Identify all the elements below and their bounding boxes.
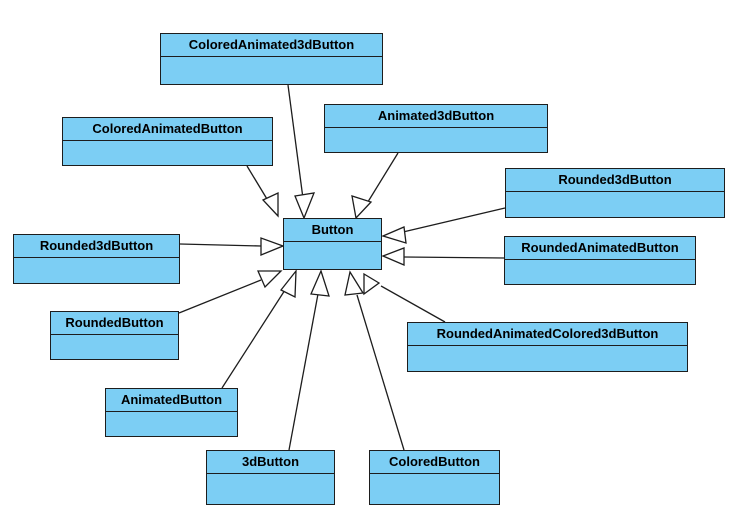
generalization-3d-button bbox=[288, 269, 330, 451]
generalization-rounded-3d-button-left bbox=[179, 237, 285, 256]
uml-class-name-label: Rounded3dButton bbox=[14, 235, 179, 258]
uml-class-name-label: RoundedAnimatedColored3dButton bbox=[408, 323, 687, 346]
uml-class-colored-animated-button[interactable]: ColoredAnimatedButton bbox=[62, 117, 273, 166]
uml-class-attributes-compartment bbox=[14, 258, 179, 283]
uml-class-animated-3d-button[interactable]: Animated3dButton bbox=[324, 104, 548, 153]
uml-class-name-label: 3dButton bbox=[207, 451, 334, 474]
uml-class-colored-animated-3d-button[interactable]: ColoredAnimated3dButton bbox=[160, 33, 383, 85]
generalization-colored-animated-3d-button bbox=[287, 84, 316, 220]
uml-class-attributes-compartment bbox=[370, 474, 499, 504]
uml-class-attributes-compartment bbox=[505, 260, 695, 284]
generalization-colored-button bbox=[344, 270, 405, 451]
uml-class-attributes-compartment bbox=[51, 335, 178, 359]
uml-class-animated-button[interactable]: AnimatedButton bbox=[105, 388, 238, 437]
generalization-rounded-button bbox=[178, 270, 283, 314]
uml-class-rounded-animated-button[interactable]: RoundedAnimatedButton bbox=[504, 236, 696, 285]
uml-class-rounded-animated-colored-3d-button[interactable]: RoundedAnimatedColored3dButton bbox=[407, 322, 688, 372]
uml-class-name-label: RoundedAnimatedButton bbox=[505, 237, 695, 260]
uml-class-name-label: Button bbox=[284, 219, 381, 242]
generalization-rounded-animated-colored-3d-button bbox=[363, 272, 446, 323]
generalization-rounded-3d-button-right bbox=[381, 207, 506, 244]
uml-class-name-label: AnimatedButton bbox=[106, 389, 237, 412]
generalization-animated-3d-button bbox=[351, 152, 399, 220]
uml-class-rounded-3d-button-right[interactable]: Rounded3dButton bbox=[505, 168, 725, 218]
uml-class-attributes-compartment bbox=[408, 346, 687, 371]
uml-class-name-label: Animated3dButton bbox=[325, 105, 547, 128]
uml-class-attributes-compartment bbox=[106, 412, 237, 436]
uml-class-attributes-compartment bbox=[161, 57, 382, 84]
uml-class-name-label: ColoredAnimated3dButton bbox=[161, 34, 382, 57]
generalization-animated-button bbox=[221, 269, 297, 389]
uml-class-colored-button[interactable]: ColoredButton bbox=[369, 450, 500, 505]
uml-class-button[interactable]: Button bbox=[283, 218, 382, 270]
uml-class-name-label: RoundedButton bbox=[51, 312, 178, 335]
uml-class-name-label: ColoredAnimatedButton bbox=[63, 118, 272, 141]
generalization-colored-animated-button bbox=[246, 165, 279, 218]
uml-class-attributes-compartment bbox=[207, 474, 334, 504]
generalization-rounded-animated-button bbox=[381, 247, 505, 266]
uml-class-attributes-compartment bbox=[284, 242, 381, 269]
uml-class-name-label: Rounded3dButton bbox=[506, 169, 724, 192]
uml-class-3d-button[interactable]: 3dButton bbox=[206, 450, 335, 505]
uml-class-attributes-compartment bbox=[506, 192, 724, 217]
uml-class-attributes-compartment bbox=[63, 141, 272, 165]
uml-class-rounded-button[interactable]: RoundedButton bbox=[50, 311, 179, 360]
uml-class-name-label: ColoredButton bbox=[370, 451, 499, 474]
uml-class-rounded-3d-button-left[interactable]: Rounded3dButton bbox=[13, 234, 180, 284]
uml-class-attributes-compartment bbox=[325, 128, 547, 152]
